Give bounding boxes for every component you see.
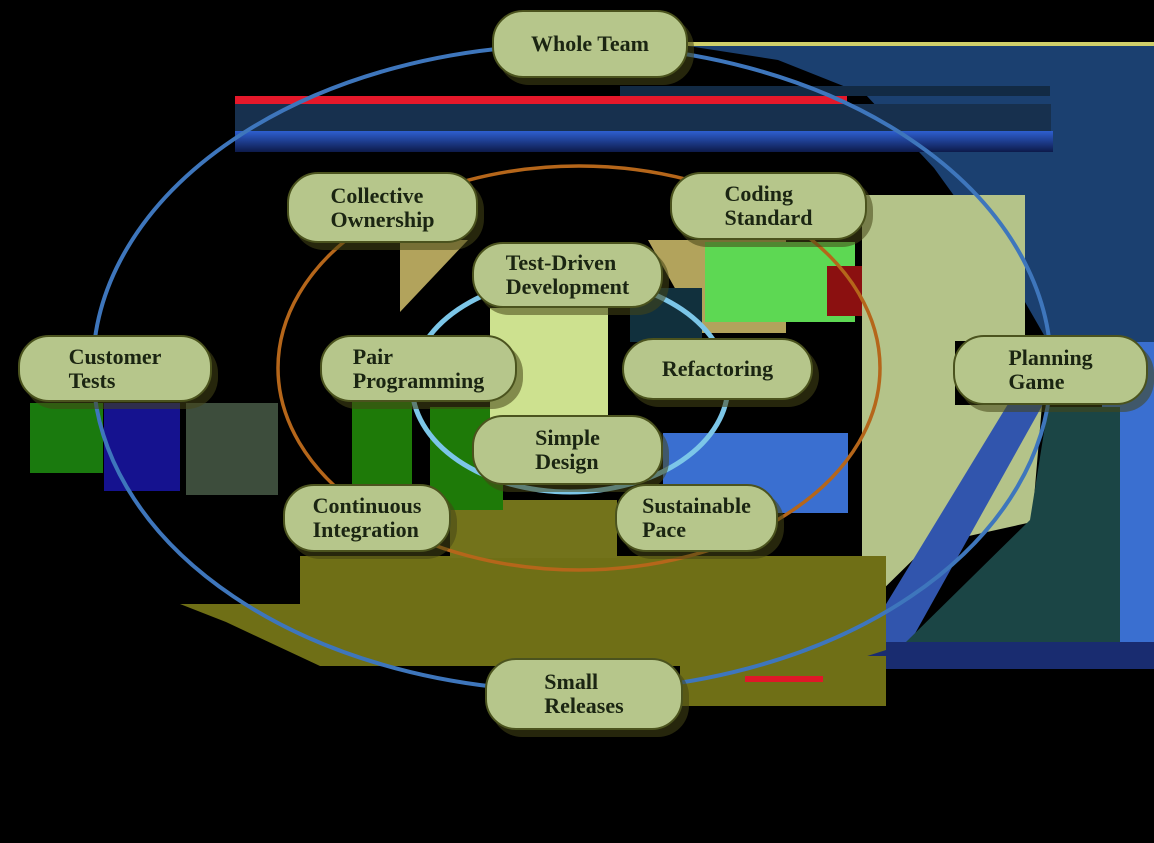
- practice-label: Whole Team: [531, 31, 649, 56]
- practice-node-whole-team: Whole Team: [492, 10, 688, 78]
- outer-ring: [91, 43, 1053, 693]
- middle-ring: [276, 164, 882, 572]
- practice-node-refactoring: Refactoring: [622, 338, 813, 400]
- practice-label: Refactoring: [661, 356, 774, 381]
